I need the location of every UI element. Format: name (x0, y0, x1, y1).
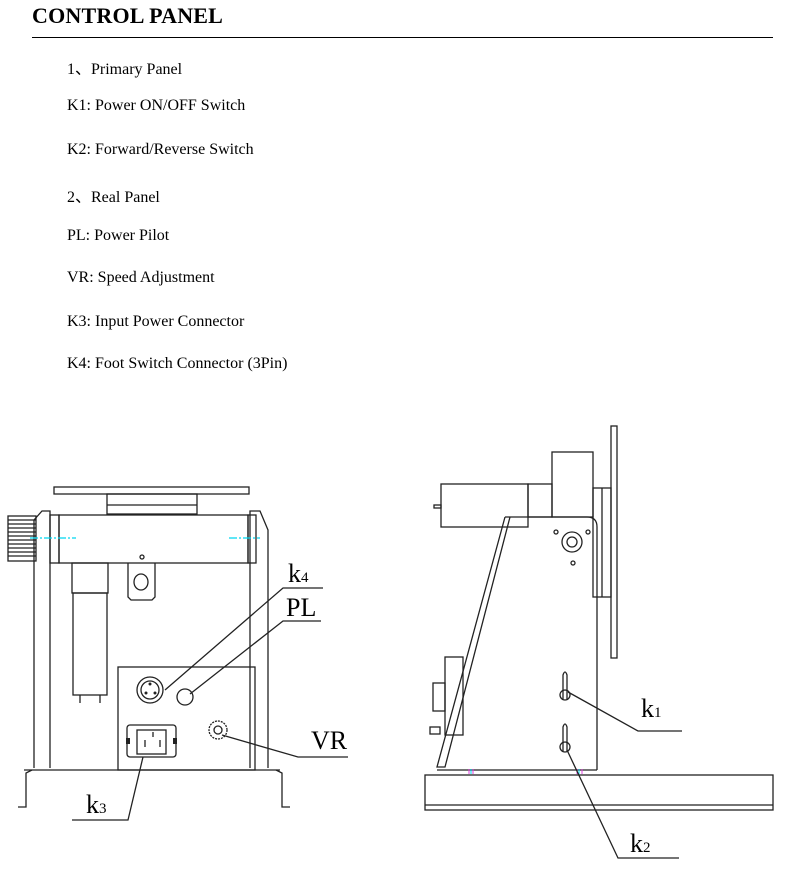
label-k3: k3 (86, 790, 107, 819)
label-pl: PL (286, 593, 316, 622)
item-vr: VR: Speed Adjustment (67, 269, 215, 286)
label-k2: k2 (630, 829, 651, 858)
item-k4: K4: Foot Switch Connector (3Pin) (67, 355, 288, 372)
label-vr: VR (311, 726, 348, 755)
power-pilot-icon (176, 688, 194, 706)
rear-view-drawing: k4 PL VR k3 (7, 486, 348, 821)
item-k2: K2: Forward/Reverse Switch (67, 141, 254, 158)
item-pl: PL: Power Pilot (67, 227, 170, 244)
item-k3: K3: Input Power Connector (67, 313, 245, 330)
iec-power-socket-icon (126, 724, 177, 758)
foot-switch-connector-icon (136, 676, 164, 704)
title-divider (32, 37, 773, 38)
item-k1: K1: Power ON/OFF Switch (67, 97, 246, 114)
speed-knob-icon (208, 720, 228, 740)
page-title: CONTROL PANEL (32, 3, 224, 28)
toggle-switch-k2-icon (559, 723, 571, 753)
side-view-drawing: k1 k2 (424, 425, 774, 859)
toggle-switch-k1-icon (559, 671, 571, 701)
label-k4: k4 (288, 559, 309, 588)
section-real-panel: 2、Real Panel (67, 189, 160, 206)
label-k1: k1 (641, 694, 662, 723)
section-primary-panel: 1、Primary Panel (67, 61, 183, 78)
